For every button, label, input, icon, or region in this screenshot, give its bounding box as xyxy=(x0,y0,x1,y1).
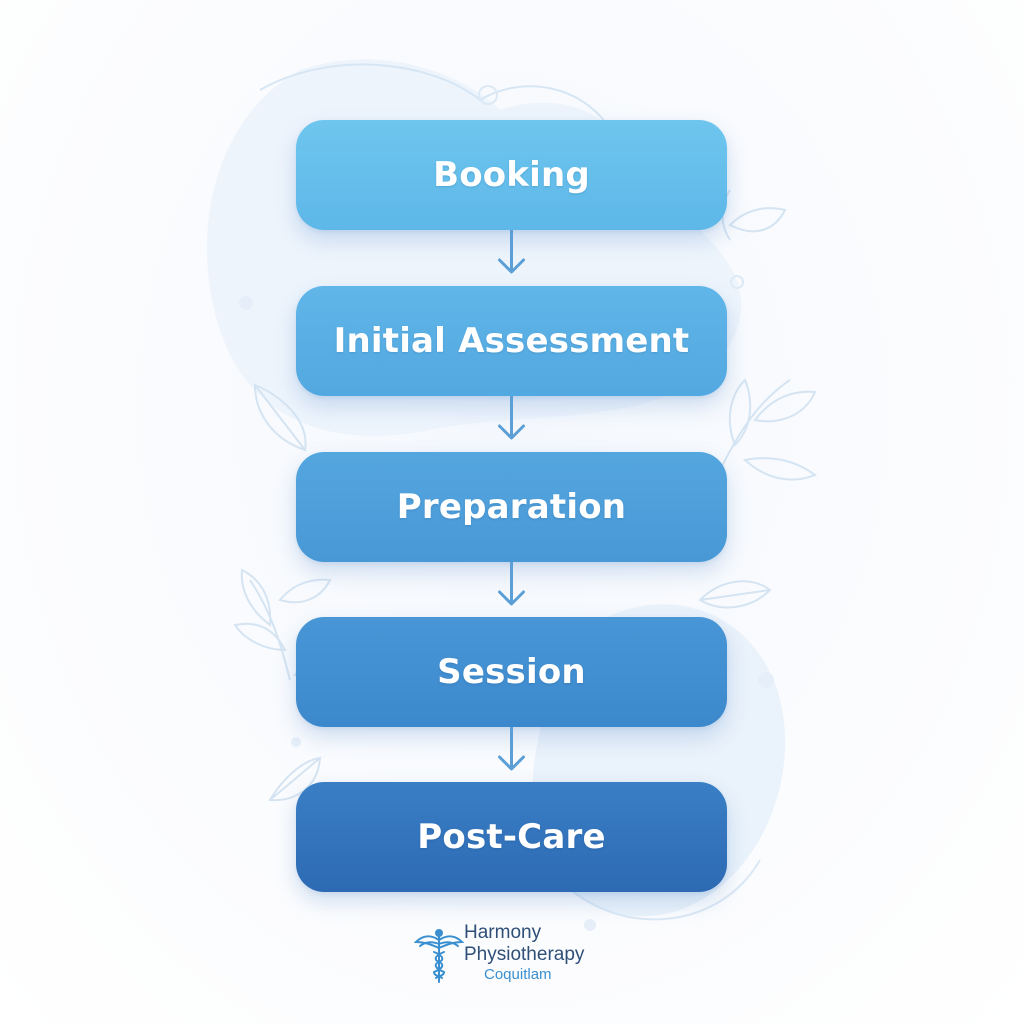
decor-dot xyxy=(291,737,301,747)
caduceus-icon xyxy=(414,929,464,983)
step-booking: Booking xyxy=(296,120,727,230)
arrow-down-icon xyxy=(498,396,525,440)
step-label: Post-Care xyxy=(417,817,606,857)
decor-dot xyxy=(239,296,253,310)
leaf-icon-left-lower xyxy=(268,756,322,802)
arrow-down-icon xyxy=(498,727,525,771)
leaf-icon-left-upper xyxy=(253,383,307,452)
background-blob-bottom-outline xyxy=(559,859,761,921)
decor-dot xyxy=(758,672,774,688)
logo-location: Coquitlam xyxy=(484,966,552,983)
decor-dot xyxy=(584,919,596,931)
step-label: Initial Assessment xyxy=(333,321,690,361)
leaf-icon-right-lower xyxy=(698,580,772,609)
logo-name-line2: Physiotherapy xyxy=(464,944,585,965)
step-preparation: Preparation xyxy=(296,452,727,562)
step-label: Booking xyxy=(433,155,590,195)
step-post-care: Post-Care xyxy=(296,782,727,892)
decor-dot xyxy=(478,85,498,105)
logo-name-line1: Harmony xyxy=(464,922,542,943)
brand-logo: Harmony Physiotherapy Coquitlam xyxy=(414,920,614,990)
logo-text: Harmony Physiotherapy Coquitlam xyxy=(464,922,614,984)
arrow-down-icon xyxy=(498,562,525,606)
decor-dot xyxy=(730,275,744,289)
step-initial-assessment: Initial Assessment xyxy=(296,286,727,396)
arrow-down-icon xyxy=(498,230,525,274)
step-label: Preparation xyxy=(396,487,627,527)
step-session: Session xyxy=(296,617,727,727)
step-label: Session xyxy=(437,652,586,692)
